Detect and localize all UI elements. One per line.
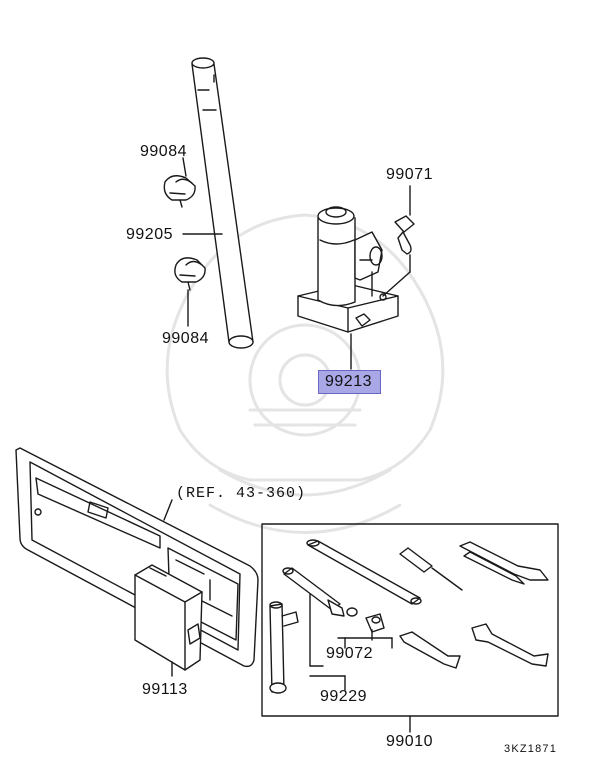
wing-bolt bbox=[394, 215, 415, 255]
watermark-emblem bbox=[165, 213, 445, 534]
clip-bottom bbox=[174, 257, 206, 291]
jack-handle-bar bbox=[191, 57, 254, 349]
part-label-99113[interactable]: 99113 bbox=[142, 681, 188, 698]
part-label-99072[interactable]: 99072 bbox=[326, 645, 373, 662]
wrench-small bbox=[399, 631, 461, 669]
extension-bar bbox=[282, 567, 385, 633]
clip-top bbox=[163, 175, 196, 208]
screwdriver bbox=[399, 547, 463, 591]
part-label-99229[interactable]: 99229 bbox=[320, 688, 367, 705]
part-label-99213-highlighted[interactable]: 99213 bbox=[318, 370, 381, 394]
storage-lid bbox=[134, 564, 203, 671]
wrench-large bbox=[471, 623, 549, 667]
part-label-99084-top[interactable]: 99084 bbox=[140, 143, 187, 160]
pliers bbox=[459, 541, 549, 585]
part-label-99205[interactable]: 99205 bbox=[126, 226, 173, 243]
part-label-99071[interactable]: 99071 bbox=[386, 166, 433, 183]
part-label-99010[interactable]: 99010 bbox=[386, 733, 433, 750]
tool-bar-long bbox=[306, 539, 422, 605]
part-label-99084-bottom[interactable]: 99084 bbox=[162, 330, 209, 347]
bottle-jack bbox=[297, 206, 399, 333]
reference-label[interactable]: (REF. 43-360) bbox=[176, 485, 307, 502]
box-wrench bbox=[269, 601, 299, 694]
diagram-code: 3KZ1871 bbox=[504, 743, 558, 755]
